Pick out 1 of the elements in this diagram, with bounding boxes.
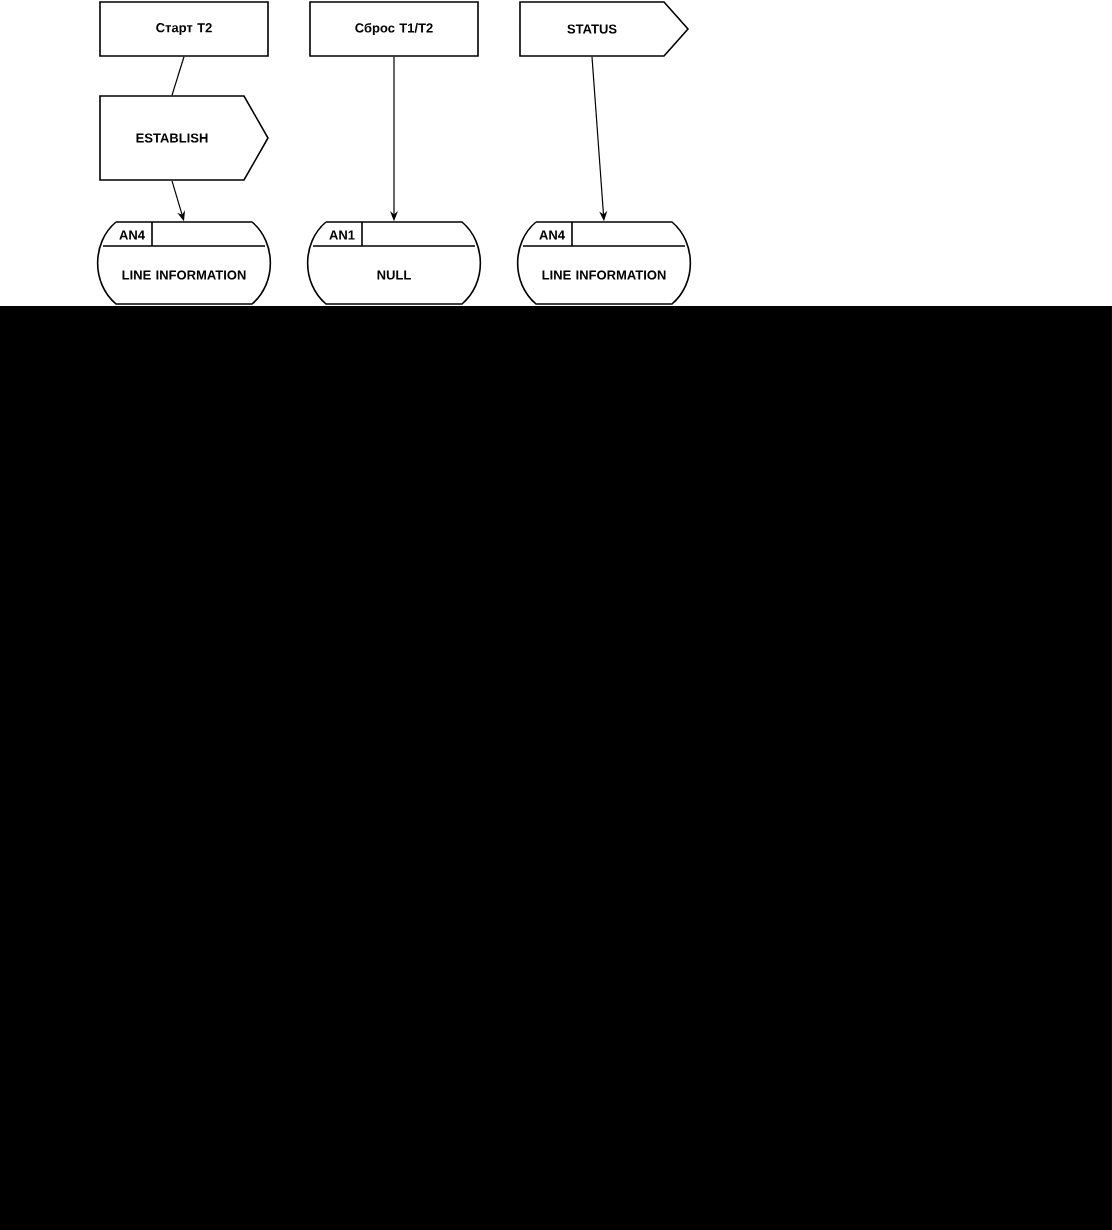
connector-line — [171, 56, 185, 96]
